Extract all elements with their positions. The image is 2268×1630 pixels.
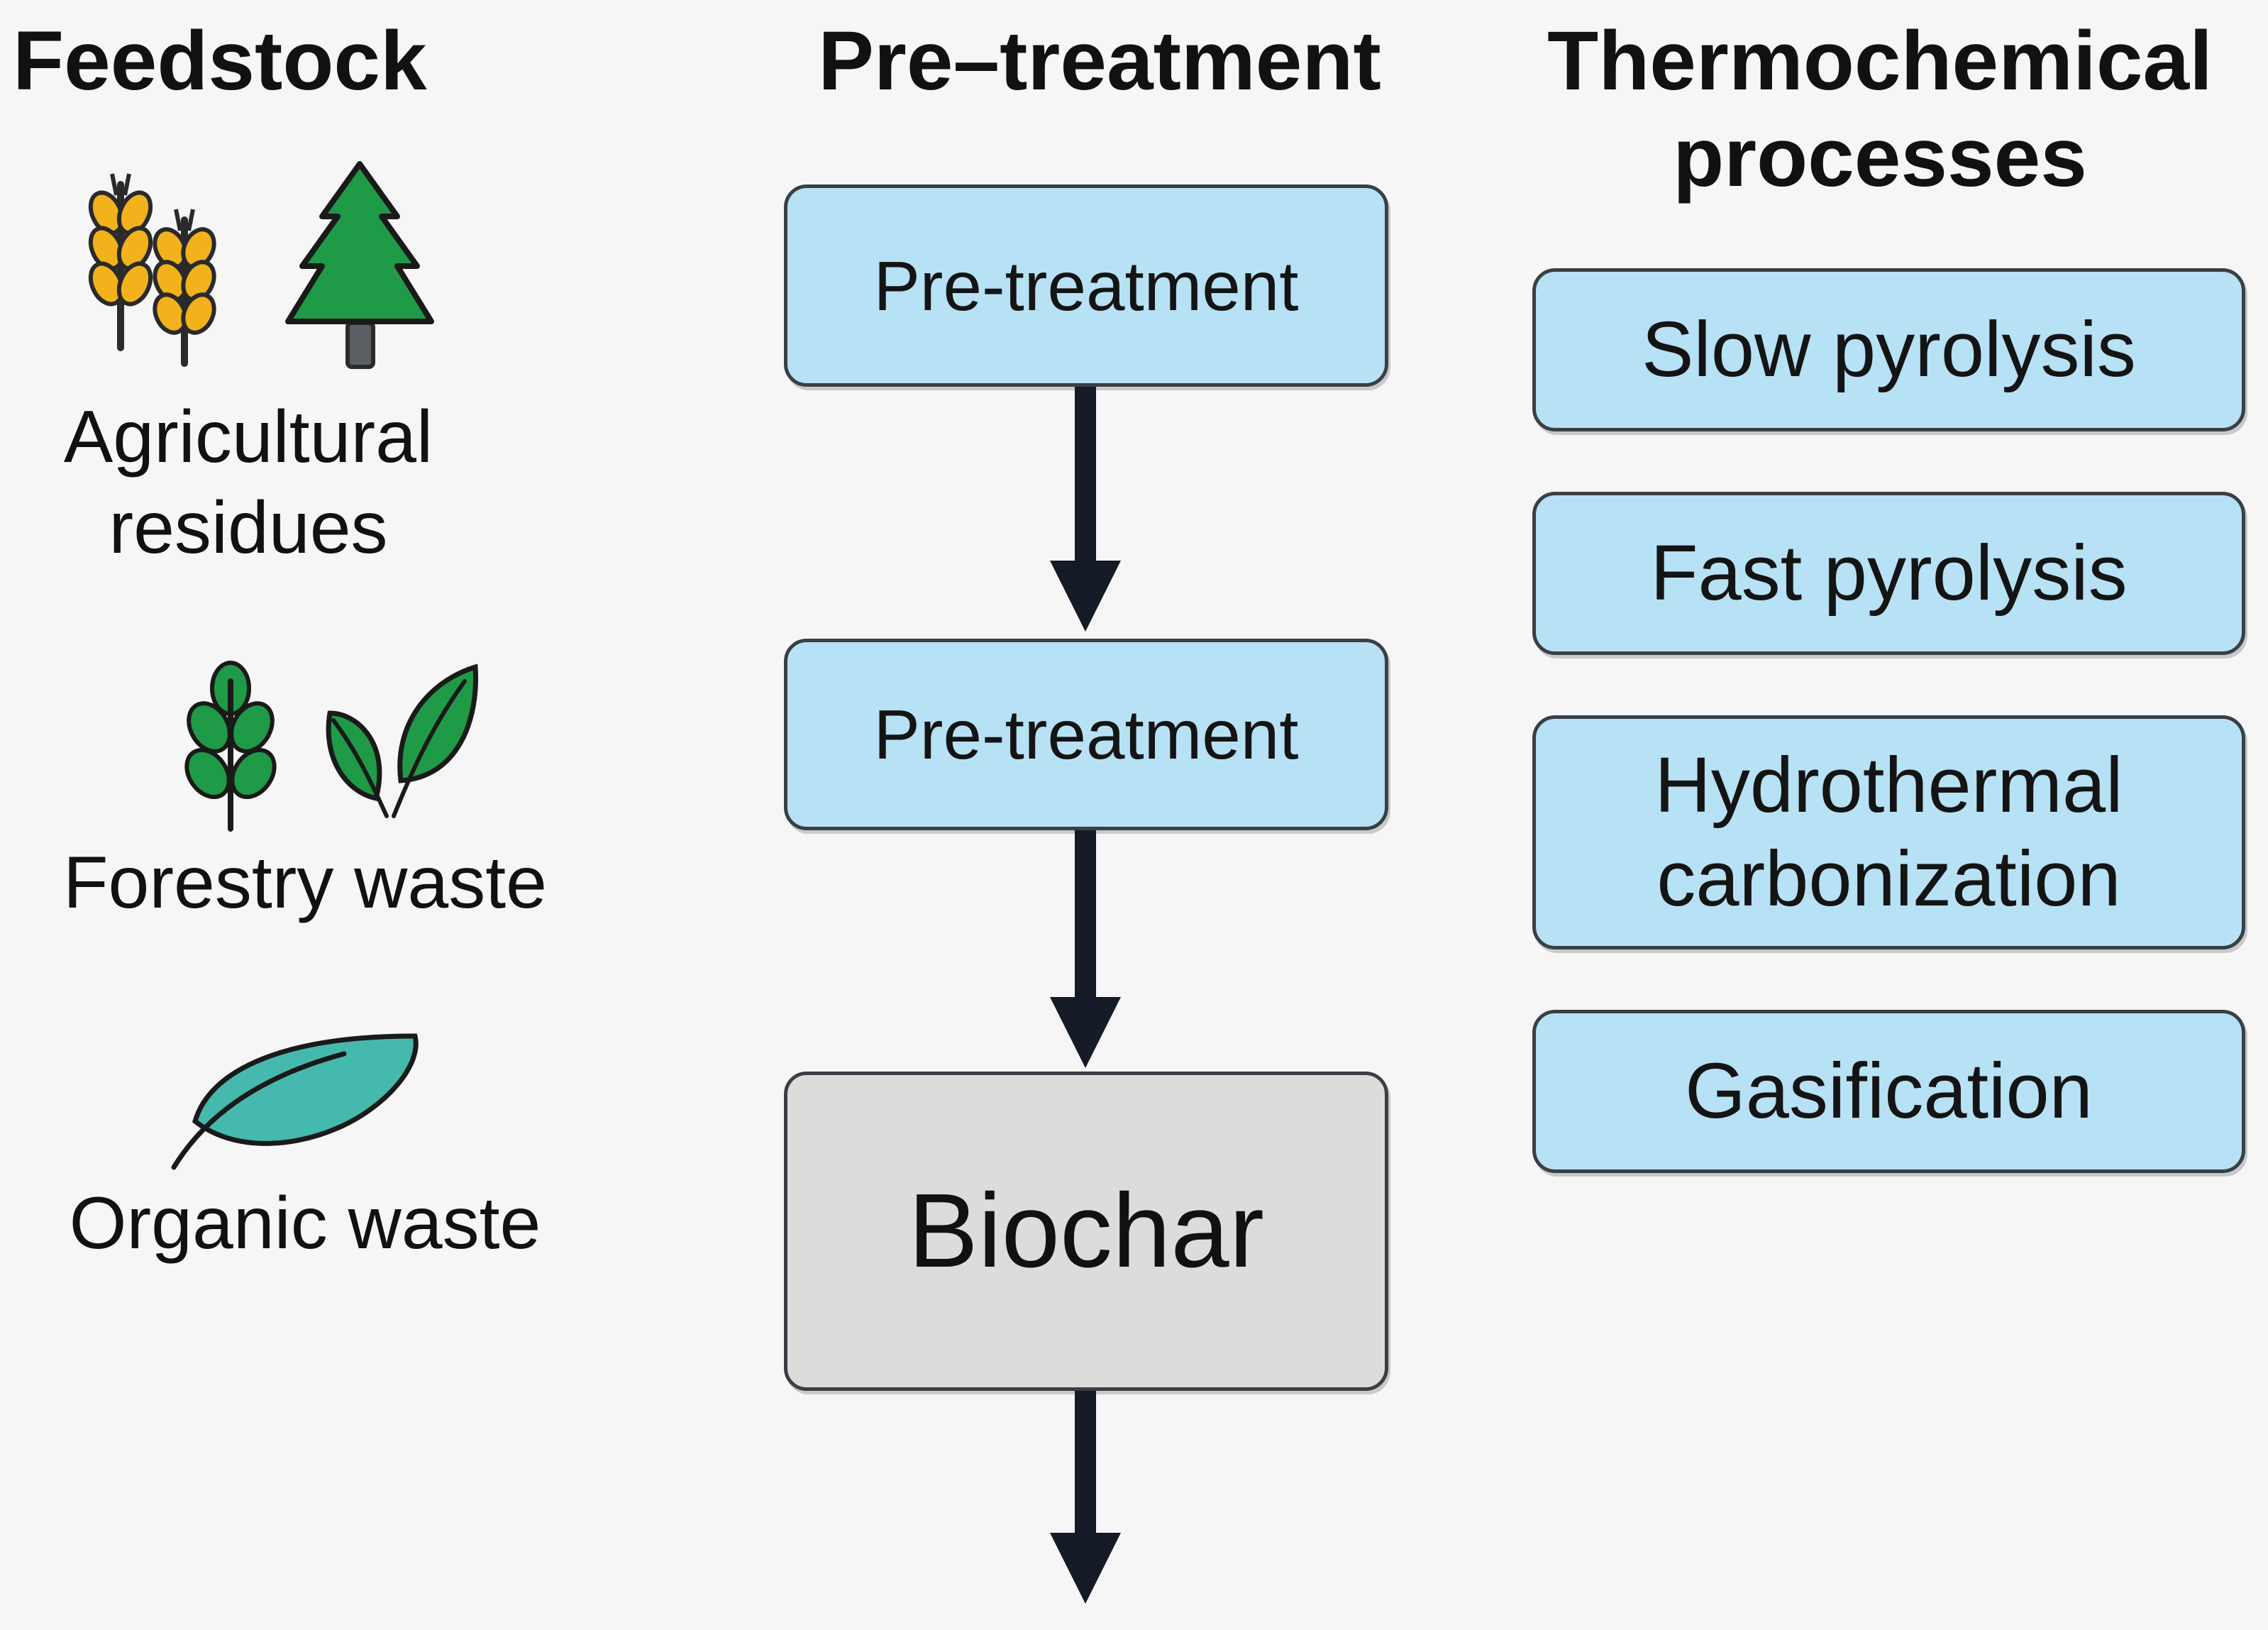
down-arrow <box>1050 387 1121 632</box>
down-arrow <box>1050 830 1121 1068</box>
pretreatment-step-label: Pre-treatment <box>873 695 1299 773</box>
process-box: Hydrothermal carbonization <box>1532 715 2245 949</box>
down-arrow <box>1050 1391 1121 1604</box>
pretreatment-heading: Pre–treatment <box>818 14 1381 108</box>
two-leaves-icon <box>326 663 479 818</box>
process-label: Slow pyrolysis <box>1642 306 2136 393</box>
pretreatment-step-box: Pre-treatment <box>784 639 1388 830</box>
thermochemical-heading: Thermochemical processes <box>1547 14 2213 204</box>
pine-tree-icon <box>285 161 434 369</box>
leaf-icon <box>171 1033 419 1170</box>
wheat-icon <box>88 173 153 351</box>
wheat-icon <box>153 209 216 367</box>
biochar-label: Biochar <box>908 1172 1264 1289</box>
biochar-box: Biochar <box>784 1072 1388 1391</box>
process-box: Fast pyrolysis <box>1532 492 2245 655</box>
leafy-branch-icon <box>184 661 277 832</box>
process-label: Gasification <box>1685 1047 2093 1135</box>
pretreatment-step-label: Pre-treatment <box>873 246 1299 325</box>
feedstock-label-forestry: Forestry waste <box>63 842 547 924</box>
feedstock-heading: Feedstock <box>13 14 427 108</box>
feedstock-label-organic: Organic waste <box>69 1182 541 1265</box>
process-box: Slow pyrolysis <box>1532 268 2245 431</box>
pretreatment-step-box: Pre-treatment <box>784 185 1388 387</box>
process-label: Fast pyrolysis <box>1650 529 2128 617</box>
feedstock-label-agricultural: Agricultural residues <box>63 396 433 569</box>
process-box: Gasification <box>1532 1010 2245 1173</box>
process-label: Hydrothermal carbonization <box>1654 742 2123 923</box>
